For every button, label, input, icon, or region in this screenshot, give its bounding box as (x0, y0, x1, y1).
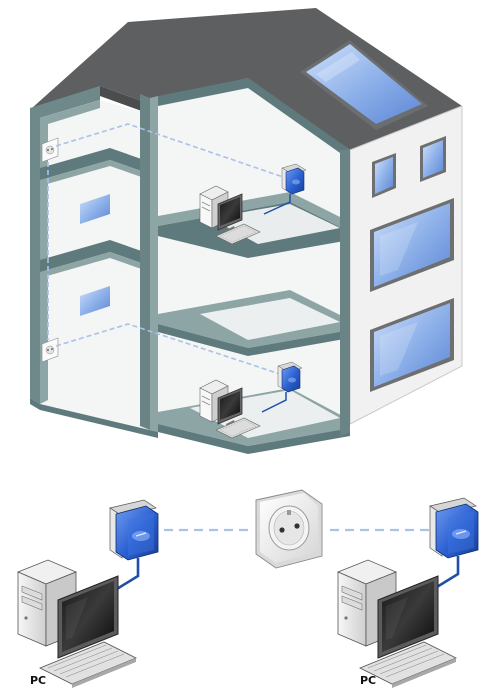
wall-socket-icon (255, 489, 323, 569)
house-network-link (47, 123, 287, 377)
house-facade (349, 105, 463, 425)
computer-icon (337, 559, 457, 689)
powerline-adapter-icon (109, 499, 159, 561)
computer-icon (17, 559, 137, 689)
facade-window (370, 198, 454, 292)
house-cutaway-illustration (30, 8, 463, 454)
left-pc-label: PC (30, 674, 47, 687)
network-topology-diagram (17, 489, 479, 689)
right-pc-label: PC (360, 674, 377, 687)
wall-socket-icon (41, 137, 59, 163)
facade-window (370, 298, 454, 392)
skylight-window (300, 40, 428, 130)
wall-socket-icon (41, 337, 59, 363)
facade-window (372, 153, 396, 198)
facade-window (420, 136, 446, 182)
powerline-adapter-icon (281, 163, 307, 195)
powerline-adapter-icon (429, 497, 479, 559)
powerline-adapter-icon (277, 361, 303, 393)
